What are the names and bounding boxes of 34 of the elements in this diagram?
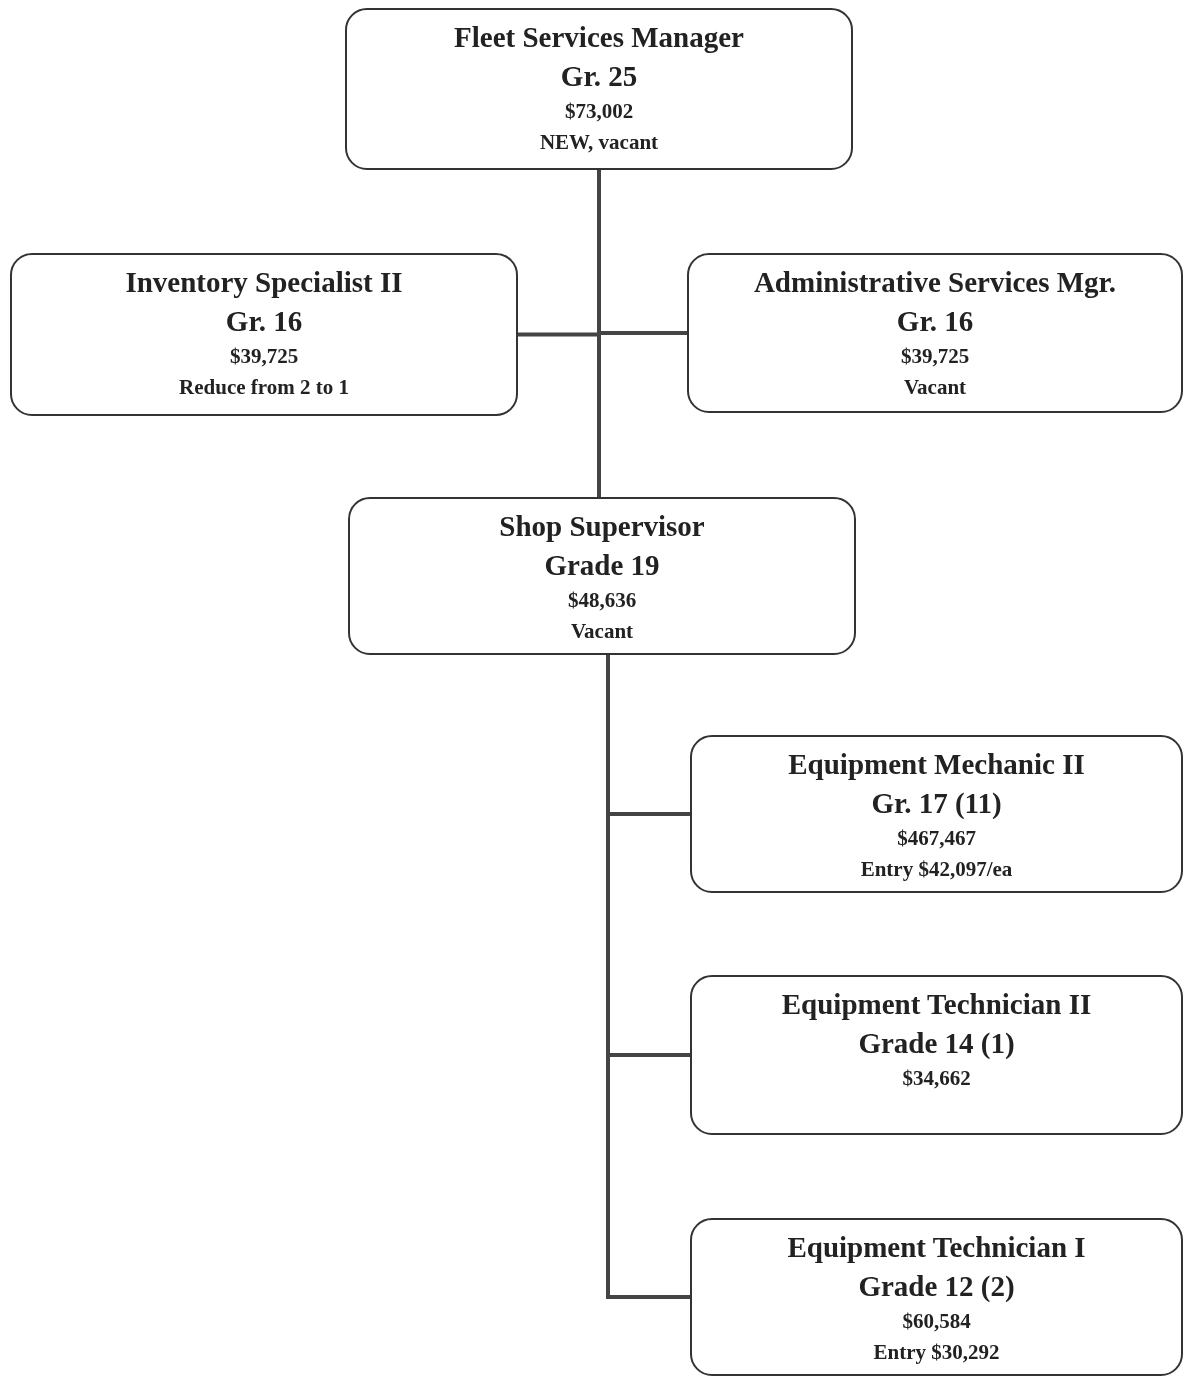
position-box xyxy=(690,735,1183,893)
job-title: Shop Supervisor xyxy=(499,509,705,544)
status-note: Vacant xyxy=(570,618,634,645)
salary-label: $467,467 xyxy=(897,825,976,852)
salary-label: $34,662 xyxy=(902,1065,971,1092)
status-note: Reduce from 2 to 1 xyxy=(179,374,349,401)
salary-label: $39,725 xyxy=(900,343,970,370)
grade-label: Grade 19 xyxy=(544,548,660,583)
position-box xyxy=(348,497,856,655)
salary-label: $48,636 xyxy=(567,587,637,614)
status-note: Vacant xyxy=(903,374,967,401)
salary-label: $60,584 xyxy=(902,1308,971,1335)
grade-label: Gr. 25 xyxy=(560,59,638,94)
position-box xyxy=(690,975,1183,1135)
grade-label: Grade 14 (1) xyxy=(858,1026,1015,1061)
grade-label: Gr. 16 xyxy=(225,304,303,339)
job-title: Equipment Mechanic II xyxy=(788,747,1085,782)
status-note: Entry $30,292 xyxy=(873,1339,1000,1366)
job-title: Administrative Services Mgr. xyxy=(753,265,1117,300)
position-box xyxy=(10,253,518,416)
position-box xyxy=(345,8,853,170)
status-note: NEW, vacant xyxy=(539,129,659,156)
position-box xyxy=(690,1218,1183,1376)
grade-label: Grade 12 (2) xyxy=(858,1269,1015,1304)
grade-label: Gr. 16 xyxy=(896,304,974,339)
status-note: Entry $42,097/ea xyxy=(860,856,1013,883)
job-title: Equipment Technician II xyxy=(781,987,1092,1022)
position-box xyxy=(687,253,1183,413)
job-title: Inventory Specialist II xyxy=(125,265,403,300)
job-title: Equipment Technician I xyxy=(787,1230,1086,1265)
job-title: Fleet Services Manager xyxy=(454,20,744,55)
salary-label: $39,725 xyxy=(229,343,299,370)
salary-label: $73,002 xyxy=(564,98,634,125)
grade-label: Gr. 17 (11) xyxy=(871,786,1002,821)
